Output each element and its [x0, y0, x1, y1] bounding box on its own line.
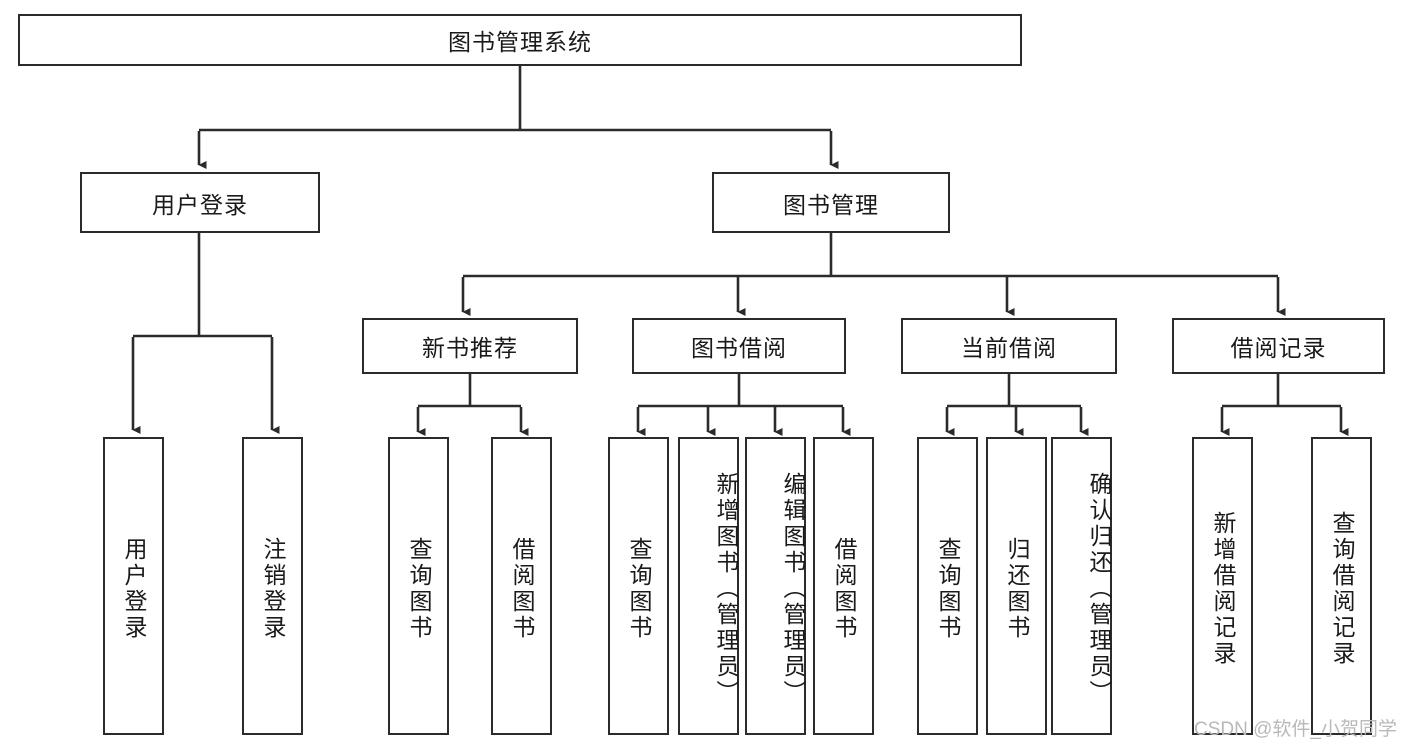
node-label: 新增图书（管理员）: [713, 472, 739, 706]
leaf-confirm-return-admin[interactable]: 确认归还（管理员）: [1051, 437, 1112, 735]
node-label: 借阅图书: [509, 537, 535, 641]
node-label: 查询图书: [935, 537, 961, 641]
node-label: 查询图书: [406, 537, 432, 641]
watermark: CSDN @软件_小贺同学: [1194, 719, 1397, 740]
node-root-book-management-system[interactable]: 图书管理系统: [18, 14, 1022, 66]
leaf-add-borrow-record[interactable]: 新增借阅记录: [1192, 437, 1253, 735]
node-label: 查询借阅记录: [1329, 511, 1355, 667]
node-book-borrow[interactable]: 图书借阅: [632, 318, 846, 374]
leaf-borrow-book[interactable]: 借阅图书: [813, 437, 874, 735]
node-label: 当前借阅: [961, 335, 1057, 361]
leaf-user-login[interactable]: 用户登录: [103, 437, 164, 735]
leaf-edit-book-admin[interactable]: 编辑图书（管理员）: [745, 437, 806, 735]
node-label: 新增借阅记录: [1210, 511, 1236, 667]
node-label: 图书管理: [783, 191, 879, 218]
node-label: 用户登录: [152, 191, 248, 218]
leaf-add-book-admin[interactable]: 新增图书（管理员）: [678, 437, 739, 735]
node-label: 编辑图书（管理员）: [780, 472, 806, 706]
leaf-query-borrow-record[interactable]: 查询借阅记录: [1311, 437, 1372, 735]
leaf-return-book[interactable]: 归还图书: [986, 437, 1047, 735]
node-new-book-recommend[interactable]: 新书推荐: [362, 318, 578, 374]
node-label: 归还图书: [1004, 537, 1030, 641]
node-label: 借阅记录: [1230, 335, 1327, 361]
node-label: 新书推荐: [422, 335, 518, 361]
node-current-borrow[interactable]: 当前借阅: [901, 318, 1117, 374]
node-borrow-record[interactable]: 借阅记录: [1172, 318, 1385, 374]
leaf-query-book-borrow[interactable]: 查询图书: [608, 437, 669, 735]
node-label: 图书借阅: [691, 335, 787, 361]
node-label: 确认归还（管理员）: [1086, 472, 1112, 706]
leaf-user-logout[interactable]: 注销登录: [242, 437, 303, 735]
node-label: 查询图书: [626, 537, 652, 641]
leaf-query-book-recommend[interactable]: 查询图书: [388, 437, 449, 735]
node-book-manage[interactable]: 图书管理: [712, 172, 950, 233]
leaf-borrow-book-recommend[interactable]: 借阅图书: [491, 437, 552, 735]
node-label: 注销登录: [260, 537, 286, 641]
node-label: 用户登录: [121, 537, 147, 641]
node-user-login[interactable]: 用户登录: [80, 172, 320, 233]
leaf-query-book-current[interactable]: 查询图书: [917, 437, 978, 735]
node-label: 图书管理系统: [448, 29, 592, 55]
node-label: 借阅图书: [831, 537, 857, 641]
